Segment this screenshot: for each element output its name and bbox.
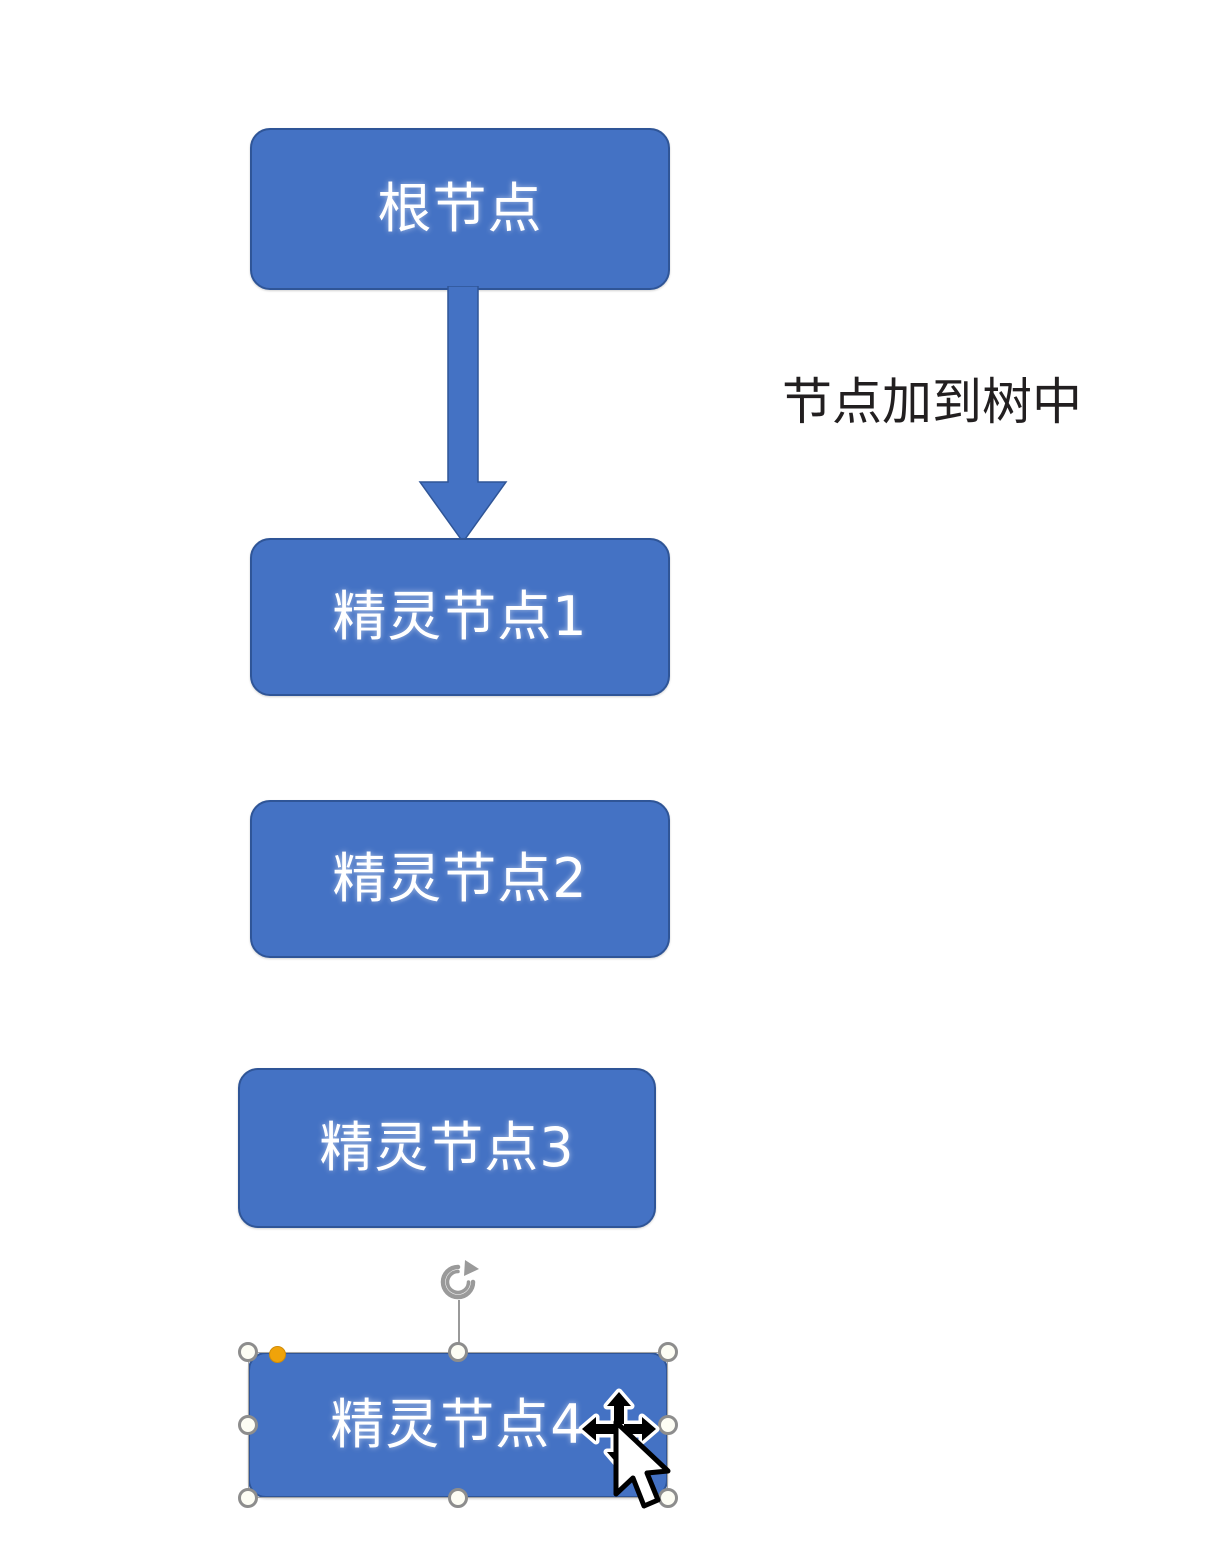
node-sprite3[interactable]: 精灵节点3 — [238, 1068, 656, 1228]
resize-handle-bottom-left[interactable] — [238, 1488, 258, 1508]
annotation-text: 节点加到树中 — [782, 373, 1082, 431]
node-root[interactable]: 根节点 — [250, 128, 670, 290]
resize-handle-top-right[interactable] — [658, 1342, 678, 1362]
resize-handle-middle-right[interactable] — [658, 1415, 678, 1435]
node-sprite2[interactable]: 精灵节点2 — [250, 800, 670, 958]
shape-adjust-handle[interactable] — [268, 1345, 286, 1363]
node-sprite4-label: 精灵节点4 — [330, 1393, 586, 1456]
resize-handle-top-left[interactable] — [238, 1342, 258, 1362]
node-root-label: 根节点 — [377, 177, 543, 240]
arrow-down-icon — [418, 286, 508, 544]
node-sprite1[interactable]: 精灵节点1 — [250, 538, 670, 696]
node-sprite2-label: 精灵节点2 — [332, 847, 588, 910]
rotate-icon[interactable] — [434, 1258, 482, 1306]
resize-handle-top-center[interactable] — [448, 1342, 468, 1362]
rotate-handle-stem — [458, 1300, 460, 1354]
node-sprite1-label: 精灵节点1 — [332, 585, 588, 648]
resize-handle-middle-left[interactable] — [238, 1415, 258, 1435]
node-sprite3-label: 精灵节点3 — [319, 1116, 575, 1179]
arrow-pointer-icon — [613, 1419, 671, 1509]
resize-handle-bottom-center[interactable] — [448, 1488, 468, 1508]
